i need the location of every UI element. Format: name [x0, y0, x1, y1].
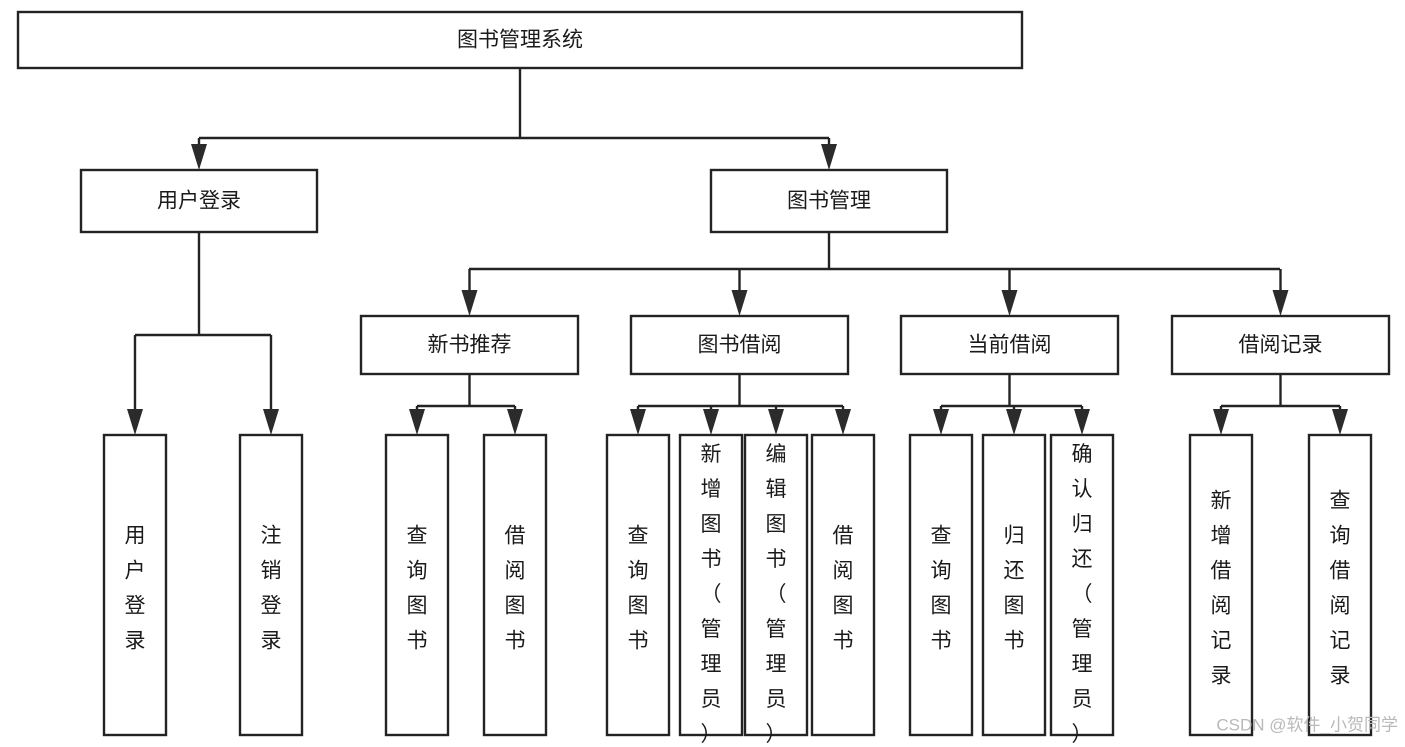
node-leaf-1-注销登录-label: 注销登录	[261, 524, 282, 652]
arrow-head-icon	[630, 409, 646, 435]
node-leaf-8-查询图书[interactable]: 查询图书	[908, 433, 974, 737]
node-l2-图书管理-box[interactable]	[709, 168, 949, 234]
node-l2-用户登录-label: 用户登录	[157, 190, 241, 213]
node-leaf-1-注销登录[interactable]: 注销登录	[238, 433, 304, 737]
arrow-head-icon	[191, 144, 207, 170]
node-l3-当前借阅[interactable]: 当前借阅	[899, 314, 1120, 376]
node-l3-当前借阅-label: 当前借阅	[968, 334, 1052, 357]
arrow-head-icon	[1332, 409, 1348, 435]
arrow-head-icon	[1001, 290, 1018, 316]
arrow-head-icon	[835, 409, 851, 435]
node-leaf-0-用户登录[interactable]: 用户登录	[102, 433, 168, 737]
node-l2-图书管理[interactable]: 图书管理	[709, 168, 949, 234]
arrow-head-icon	[933, 409, 949, 435]
node-leaf-5-新增图书管理员-label: 新增图书（管理员）	[701, 443, 722, 746]
node-l3-图书借阅[interactable]: 图书借阅	[629, 314, 850, 376]
node-leaf-11-新增借阅记录-label: 新增借阅记录	[1211, 489, 1232, 687]
node-l3-新书推荐-label: 新书推荐	[428, 334, 512, 357]
node-leaf-7-借阅图书[interactable]: 借阅图书	[810, 433, 876, 737]
arrow-head-icon	[768, 409, 784, 435]
node-root-图书管理系统-label: 图书管理系统	[457, 29, 583, 52]
node-l2-用户登录[interactable]: 用户登录	[79, 168, 319, 234]
node-l3-当前借阅-box[interactable]	[899, 314, 1120, 376]
node-leaf-4-查询图书-label: 查询图书	[628, 524, 649, 652]
node-leaf-3-借阅图书-label: 借阅图书	[505, 524, 526, 652]
node-leaf-2-查询图书-box[interactable]	[384, 433, 450, 737]
node-leaf-0-用户登录-box[interactable]	[102, 433, 168, 737]
arrow-head-icon	[1006, 409, 1022, 435]
arrow-head-icon	[731, 290, 748, 316]
node-l3-新书推荐[interactable]: 新书推荐	[359, 314, 580, 376]
node-leaf-0-用户登录-label: 用户登录	[125, 524, 146, 652]
node-leaf-2-查询图书[interactable]: 查询图书	[384, 433, 450, 737]
node-leaf-9-归还图书-box[interactable]	[981, 433, 1047, 737]
node-leaf-12-查询借阅记录[interactable]: 查询借阅记录	[1307, 433, 1373, 737]
node-leaf-5-新增图书管理员[interactable]: 新增图书（管理员）	[678, 433, 744, 746]
node-l3-图书借阅-label: 图书借阅	[698, 334, 782, 357]
nodes-layer: 图书管理系统用户登录图书管理新书推荐图书借阅当前借阅借阅记录用户登录注销登录查询…	[16, 10, 1391, 746]
node-leaf-4-查询图书-box[interactable]	[605, 433, 671, 737]
node-leaf-1-注销登录-box[interactable]	[238, 433, 304, 737]
node-leaf-7-借阅图书-box[interactable]	[810, 433, 876, 737]
node-leaf-6-编辑图书管理员-label: 编辑图书（管理员）	[766, 443, 787, 746]
node-leaf-9-归还图书-label: 归还图书	[1004, 524, 1025, 652]
node-l2-图书管理-label: 图书管理	[787, 190, 871, 213]
node-leaf-3-借阅图书[interactable]: 借阅图书	[482, 433, 548, 737]
node-leaf-11-新增借阅记录-box[interactable]	[1188, 433, 1254, 737]
node-leaf-10-确认归还管理员-label: 确认归还（管理员）	[1072, 443, 1093, 746]
node-l3-借阅记录-box[interactable]	[1170, 314, 1391, 376]
arrow-head-icon	[461, 290, 478, 316]
csdn-watermark: CSDN @软件_小贺同学	[1216, 715, 1398, 734]
node-leaf-5-新增图书管理员-box[interactable]	[678, 433, 744, 737]
arrow-head-icon	[1272, 290, 1289, 316]
arrow-head-icon	[263, 409, 279, 435]
node-leaf-6-编辑图书管理员-box[interactable]	[743, 433, 809, 737]
arrow-head-icon	[409, 409, 425, 435]
node-leaf-8-查询图书-label: 查询图书	[931, 524, 952, 652]
node-leaf-8-查询图书-box[interactable]	[908, 433, 974, 737]
node-root-图书管理系统[interactable]: 图书管理系统	[16, 10, 1024, 70]
node-leaf-10-确认归还管理员[interactable]: 确认归还（管理员）	[1049, 433, 1115, 746]
node-leaf-10-确认归还管理员-box[interactable]	[1049, 433, 1115, 737]
arrow-head-icon	[1213, 409, 1229, 435]
node-leaf-3-借阅图书-box[interactable]	[482, 433, 548, 737]
node-leaf-12-查询借阅记录-label: 查询借阅记录	[1330, 489, 1351, 687]
node-leaf-9-归还图书[interactable]: 归还图书	[981, 433, 1047, 737]
arrow-head-icon	[1074, 409, 1090, 435]
edges-layer	[127, 68, 1348, 435]
node-l3-图书借阅-box[interactable]	[629, 314, 850, 376]
node-leaf-12-查询借阅记录-box[interactable]	[1307, 433, 1373, 737]
node-leaf-6-编辑图书管理员[interactable]: 编辑图书（管理员）	[743, 433, 809, 746]
node-l3-借阅记录-label: 借阅记录	[1239, 334, 1323, 357]
arrow-head-icon	[507, 409, 523, 435]
arrow-head-icon	[703, 409, 719, 435]
node-leaf-4-查询图书[interactable]: 查询图书	[605, 433, 671, 737]
node-root-图书管理系统-box[interactable]	[16, 10, 1024, 70]
node-l2-用户登录-box[interactable]	[79, 168, 319, 234]
node-leaf-2-查询图书-label: 查询图书	[407, 524, 428, 652]
node-l3-借阅记录[interactable]: 借阅记录	[1170, 314, 1391, 376]
node-leaf-11-新增借阅记录[interactable]: 新增借阅记录	[1188, 433, 1254, 737]
node-l3-新书推荐-box[interactable]	[359, 314, 580, 376]
node-leaf-7-借阅图书-label: 借阅图书	[833, 524, 854, 652]
arrow-head-icon	[821, 144, 837, 170]
arrow-head-icon	[127, 409, 143, 435]
